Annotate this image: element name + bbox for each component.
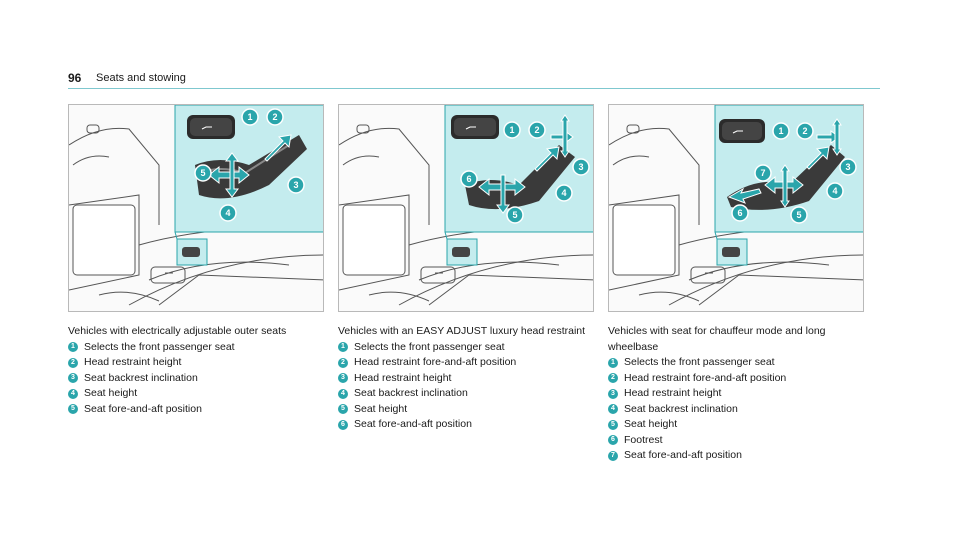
number-badge: 4 bbox=[608, 404, 618, 415]
seat-controls-illustration-1: 1 2 3 4 5 bbox=[68, 104, 324, 312]
legend-label: Seat backrest inclination bbox=[354, 387, 468, 399]
caption-figure-2: Vehicles with an EASY ADJUST luxury head… bbox=[338, 324, 600, 433]
legend-label: Footrest bbox=[624, 433, 663, 446]
svg-text:2: 2 bbox=[534, 125, 539, 135]
legend-label: Selects the front passenger seat bbox=[624, 356, 775, 368]
legend-label: Seat fore-and-aft position bbox=[354, 418, 472, 430]
svg-text:5: 5 bbox=[200, 168, 205, 178]
seat-controls-illustration-2: 1 2 3 4 5 6 bbox=[338, 104, 594, 312]
svg-text:1: 1 bbox=[247, 112, 252, 122]
svg-text:3: 3 bbox=[578, 162, 583, 172]
number-badge: 3 bbox=[68, 373, 78, 384]
legend-item: 5 Seat fore-and-aft position bbox=[68, 402, 330, 418]
door-scene-graphic: 1 2 3 4 5 6 7 bbox=[609, 105, 863, 306]
legend-item: 5 Seat height bbox=[608, 417, 870, 433]
caption-title: Vehicles with electrically adjustable ou… bbox=[68, 325, 287, 337]
legend-item: 3 Head restraint height bbox=[338, 371, 600, 387]
legend-label: Seat fore-and-aft position bbox=[84, 402, 202, 415]
legend-item: 7 Seat fore-and-aft position bbox=[608, 448, 870, 464]
page-number: 96 bbox=[68, 71, 82, 85]
legend-label: Head restraint height bbox=[354, 371, 452, 384]
svg-text:4: 4 bbox=[561, 188, 566, 198]
door-scene-graphic: 1 2 3 4 5 6 bbox=[339, 105, 593, 306]
legend-item: 4 Seat backrest inclination bbox=[338, 386, 600, 402]
number-badge: 5 bbox=[608, 419, 618, 430]
section-title: Seats and stowing bbox=[96, 72, 186, 84]
legend-label: Head restraint fore-and-aft position bbox=[624, 371, 787, 384]
legend-label: Seat fore-and-aft position bbox=[624, 449, 742, 461]
legend-item: 5 Seat height bbox=[338, 402, 600, 418]
legend-label: Selects the front passenger seat bbox=[84, 340, 235, 353]
legend-label: Head restraint height bbox=[624, 387, 722, 399]
legend-item: 4 Seat height bbox=[68, 386, 330, 402]
svg-text:1: 1 bbox=[778, 126, 783, 136]
svg-text:5: 5 bbox=[796, 210, 801, 220]
caption-title: Vehicles with an EASY ADJUST luxury head… bbox=[338, 325, 586, 337]
number-badge: 1 bbox=[338, 342, 348, 353]
page-header: 96 Seats and stowing bbox=[68, 71, 862, 91]
legend-item: 2 Head restraint height bbox=[68, 355, 330, 371]
header-divider bbox=[68, 88, 880, 89]
legend-item: 4 Seat backrest inclination bbox=[608, 402, 870, 418]
number-badge: 7 bbox=[608, 450, 618, 461]
legend-label: Head restraint height bbox=[84, 356, 182, 368]
number-badge: 6 bbox=[608, 435, 618, 446]
number-badge: 3 bbox=[338, 373, 348, 384]
number-badge: 2 bbox=[608, 373, 618, 384]
legend-label: Head restraint fore-and-aft position bbox=[354, 356, 517, 368]
number-badge: 1 bbox=[68, 342, 78, 353]
svg-text:1: 1 bbox=[509, 125, 514, 135]
legend-label: Selects the front passenger seat bbox=[354, 340, 505, 353]
door-scene-graphic: 1 2 3 4 5 bbox=[69, 105, 323, 306]
number-badge: 3 bbox=[608, 388, 618, 399]
number-badge: 2 bbox=[338, 357, 348, 368]
legend-label: Seat height bbox=[84, 387, 138, 399]
svg-text:2: 2 bbox=[272, 112, 277, 122]
legend-label: Seat height bbox=[354, 402, 408, 415]
svg-text:4: 4 bbox=[225, 208, 230, 218]
number-badge: 4 bbox=[338, 388, 348, 399]
number-badge: 2 bbox=[68, 357, 78, 368]
legend-item: 3 Seat backrest inclination bbox=[68, 371, 330, 387]
legend-item: 2 Head restraint fore-and-aft position bbox=[608, 371, 870, 387]
caption-figure-3: Vehicles with seat for chauffeur mode an… bbox=[608, 324, 870, 464]
legend-item: 3 Head restraint height bbox=[608, 386, 870, 402]
svg-text:6: 6 bbox=[737, 208, 742, 218]
legend-item: 1 Selects the front passenger seat bbox=[68, 340, 330, 356]
number-badge: 6 bbox=[338, 419, 348, 430]
svg-text:2: 2 bbox=[802, 126, 807, 136]
svg-text:5: 5 bbox=[512, 210, 517, 220]
legend-item: 6 Seat fore-and-aft position bbox=[338, 417, 600, 433]
svg-text:3: 3 bbox=[293, 180, 298, 190]
svg-text:4: 4 bbox=[832, 186, 837, 196]
number-badge: 1 bbox=[608, 357, 618, 368]
number-badge: 5 bbox=[68, 404, 78, 415]
legend-item: 1 Selects the front passenger seat bbox=[608, 355, 870, 371]
caption-title: Vehicles with seat for chauffeur mode an… bbox=[608, 325, 826, 353]
caption-figure-1: Vehicles with electrically adjustable ou… bbox=[68, 324, 330, 417]
legend-label: Seat height bbox=[624, 418, 678, 430]
legend-item: 2 Head restraint fore-and-aft position bbox=[338, 355, 600, 371]
seat-controls-illustration-3: 1 2 3 4 5 6 7 bbox=[608, 104, 864, 312]
legend-item: 6 Footrest bbox=[608, 433, 870, 449]
legend-label: Seat backrest inclination bbox=[624, 402, 738, 415]
legend-label: Seat backrest inclination bbox=[84, 371, 198, 384]
svg-text:7: 7 bbox=[760, 168, 765, 178]
svg-text:6: 6 bbox=[466, 174, 471, 184]
number-badge: 4 bbox=[68, 388, 78, 399]
number-badge: 5 bbox=[338, 404, 348, 415]
svg-text:3: 3 bbox=[845, 162, 850, 172]
legend-item: 1 Selects the front passenger seat bbox=[338, 340, 600, 356]
